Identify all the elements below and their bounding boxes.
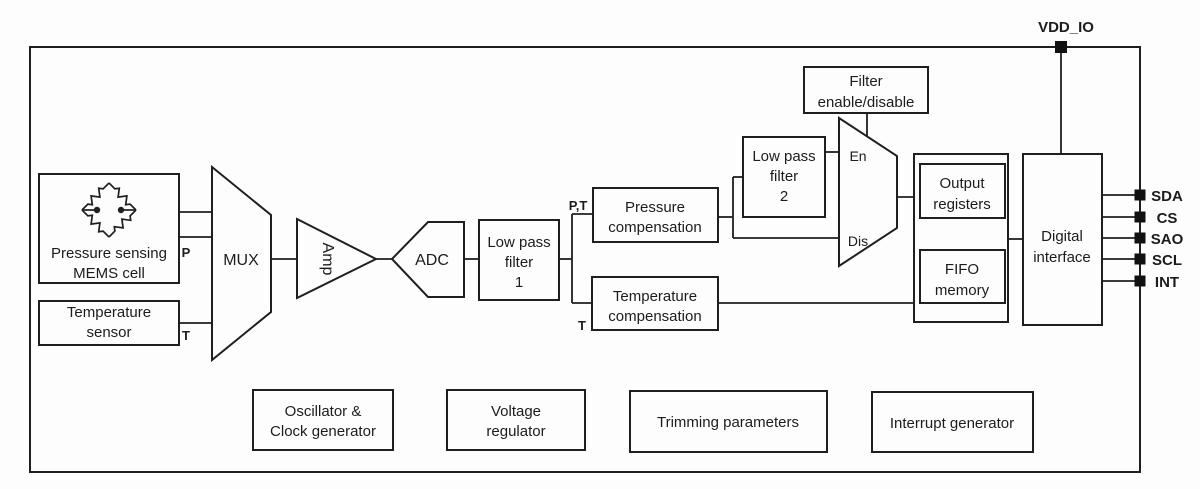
adc-label: ADC bbox=[415, 252, 449, 269]
lpf1-label-line2: filter bbox=[505, 254, 533, 271]
pin-label-cs: CS bbox=[1157, 210, 1178, 227]
intgen-label: Interrupt generator bbox=[890, 415, 1014, 432]
block-interrupt-generator bbox=[871, 391, 1034, 453]
fed-label-line1: Filter bbox=[849, 73, 882, 90]
pin-label-scl: SCL bbox=[1152, 252, 1182, 269]
pin-pad-int bbox=[1134, 275, 1146, 287]
digital-label-line2: interface bbox=[1033, 249, 1091, 266]
block-low-pass-filter-2 bbox=[742, 136, 826, 218]
block-temperature-compensation bbox=[591, 276, 719, 331]
osc-label-line2: Clock generator bbox=[270, 423, 376, 440]
fed-label-line2: enable/disable bbox=[818, 94, 915, 111]
mux-label: MUX bbox=[223, 252, 259, 269]
vdd-io-label: VDD_IO bbox=[1038, 19, 1094, 36]
selector-label-dis: Dis bbox=[848, 233, 868, 249]
digital-label-line1: Digital bbox=[1041, 228, 1083, 245]
vreg-label-line2: regulator bbox=[486, 423, 545, 440]
block-pressure-mems bbox=[38, 173, 180, 284]
wires bbox=[179, 47, 1140, 324]
lpf1-label-line3: 1 bbox=[515, 274, 523, 291]
adc-shape bbox=[390, 221, 465, 298]
block-low-pass-filter-1 bbox=[478, 219, 560, 301]
lpf2-label-line3: 2 bbox=[780, 188, 788, 205]
tsensor-label-line2: sensor bbox=[86, 324, 131, 341]
pin-pad-cs bbox=[1134, 211, 1146, 223]
tcomp-label-line2: compensation bbox=[608, 308, 701, 325]
mux-shape bbox=[211, 164, 272, 363]
block-trimming-parameters bbox=[629, 390, 828, 453]
trim-label: Trimming parameters bbox=[657, 414, 799, 431]
vdd-io-pad bbox=[1055, 41, 1067, 53]
pin-labels: SDA CS SAO SCL INT bbox=[1151, 188, 1184, 291]
wheatstone-bridge-icon bbox=[81, 182, 137, 238]
block-digital-interface bbox=[1022, 153, 1103, 326]
pcomp-label-line2: compensation bbox=[608, 219, 701, 236]
pin-pad-scl bbox=[1134, 253, 1146, 265]
block-filter-enable-disable bbox=[803, 66, 929, 114]
signal-label-t2: T bbox=[578, 318, 586, 333]
selector-label-en: En bbox=[849, 148, 866, 164]
block-output-registers bbox=[919, 163, 1006, 219]
amp-label: Amp bbox=[319, 243, 336, 276]
pin-label-int: INT bbox=[1155, 274, 1179, 291]
lpf2-label-line2: filter bbox=[770, 168, 798, 185]
lpf2-label-line1: Low pass bbox=[752, 148, 815, 165]
signal-label-pt: P,T bbox=[569, 198, 588, 213]
block-oscillator-clock-generator bbox=[252, 389, 394, 451]
pin-pad-sda bbox=[1134, 189, 1146, 201]
tcomp-label-line1: Temperature bbox=[613, 288, 697, 305]
tsensor-label-line1: Temperature bbox=[67, 304, 151, 321]
block-temperature-sensor bbox=[38, 300, 180, 346]
signal-label-t: T bbox=[182, 328, 190, 343]
block-voltage-regulator bbox=[446, 389, 586, 451]
mems-label-line2: MEMS cell bbox=[73, 265, 145, 282]
amp-shape bbox=[296, 217, 379, 300]
pin-label-sda: SDA bbox=[1151, 188, 1183, 205]
signal-label-p: P bbox=[182, 245, 191, 260]
mems-label-line1: Pressure sensing bbox=[51, 245, 167, 262]
pin-pads bbox=[1134, 189, 1146, 287]
filter-select-mux-shape bbox=[838, 116, 898, 268]
block-fifo-memory bbox=[919, 249, 1006, 304]
fifo-label-line2: memory bbox=[935, 282, 990, 299]
pcomp-label-line1: Pressure bbox=[625, 199, 685, 216]
lpf1-label-line1: Low pass bbox=[487, 234, 550, 251]
outreg-label-line2: registers bbox=[933, 196, 991, 213]
vreg-label-line1: Voltage bbox=[491, 403, 541, 420]
pin-pad-sao bbox=[1134, 232, 1146, 244]
block-pressure-compensation bbox=[592, 187, 719, 243]
osc-label-line1: Oscillator & bbox=[285, 403, 362, 420]
outreg-label-line1: Output bbox=[939, 175, 985, 192]
fifo-label-line1: FIFO bbox=[945, 261, 979, 278]
pin-label-sao: SAO bbox=[1151, 231, 1184, 248]
